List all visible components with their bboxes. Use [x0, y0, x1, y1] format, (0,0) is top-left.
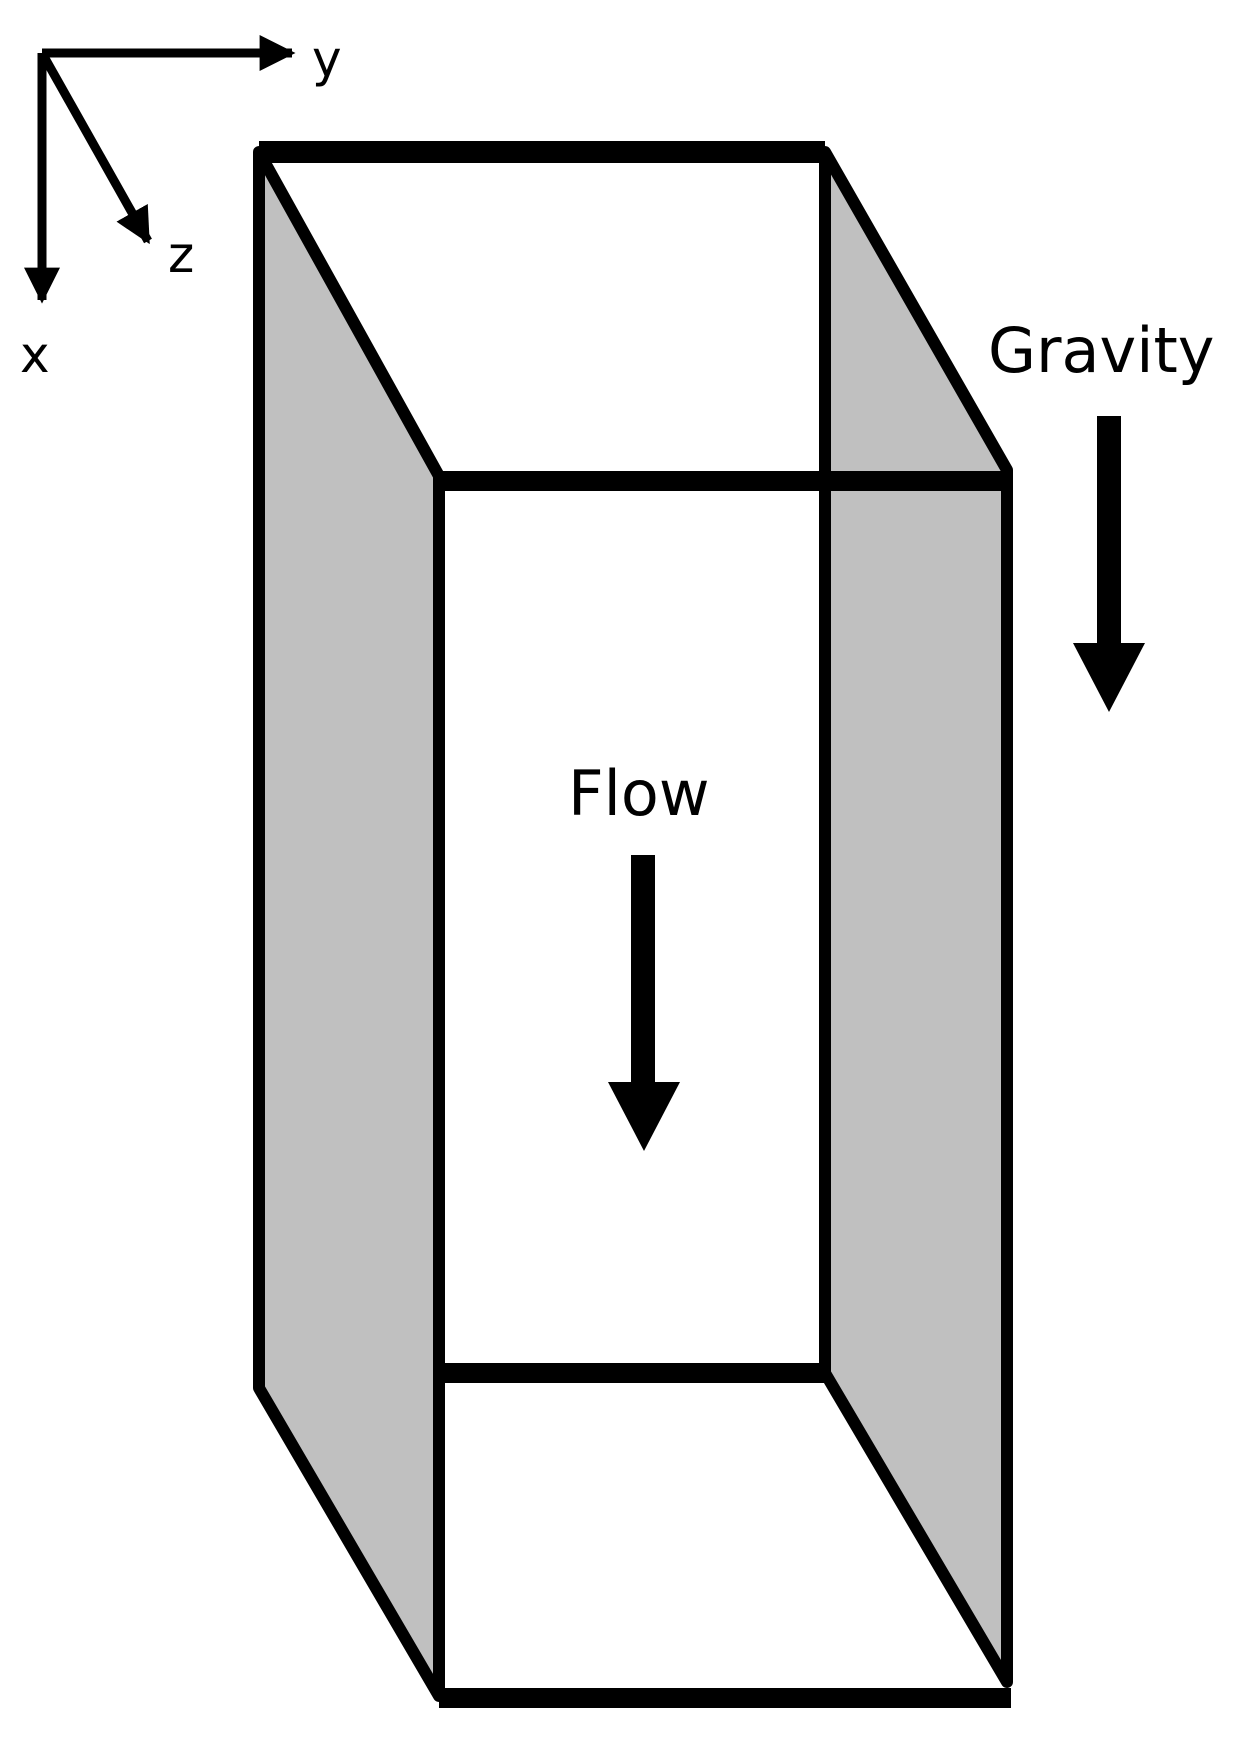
gravity-label: Gravity	[988, 314, 1214, 387]
channel-box	[253, 141, 1013, 1708]
right-side-wall	[819, 146, 1013, 1688]
gravity-annotation: Gravity	[988, 314, 1214, 712]
gravity-arrow-shaft	[1097, 416, 1121, 646]
gravity-arrow-head	[1073, 643, 1145, 712]
y-axis-label: y	[312, 30, 342, 88]
z-axis-arrow	[38, 50, 152, 245]
flow-label: Flow	[568, 757, 710, 830]
left-side-wall	[253, 146, 445, 1702]
flow-arrow-shaft	[631, 855, 655, 1085]
flow-arrow-head	[608, 1082, 680, 1151]
coordinate-axes: y z x	[20, 30, 342, 384]
x-axis-label: x	[20, 326, 50, 384]
z-axis-label: z	[168, 226, 194, 284]
flow-annotation: Flow	[568, 757, 710, 1151]
